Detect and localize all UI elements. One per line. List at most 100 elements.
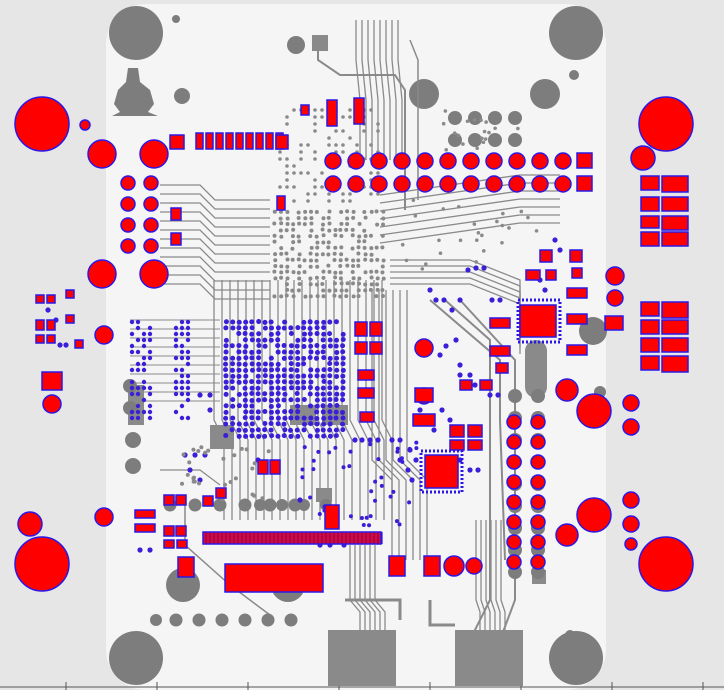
via-grey (376, 129, 380, 133)
via-grey (516, 126, 520, 131)
via-grey (374, 245, 379, 250)
via (249, 433, 255, 439)
via (242, 397, 248, 403)
via-grey (369, 275, 374, 280)
pad-rect (357, 369, 375, 381)
via (294, 343, 300, 349)
via (179, 319, 185, 325)
via (334, 373, 340, 379)
via (129, 415, 135, 421)
via (275, 361, 281, 367)
via (320, 427, 326, 433)
pad-rect (359, 411, 375, 423)
pad-rect (412, 413, 436, 427)
via (147, 547, 153, 553)
via (316, 449, 321, 454)
copper-trace (160, 229, 270, 246)
via-grey (472, 222, 477, 226)
via-grey (339, 245, 344, 250)
via (364, 515, 369, 520)
via (275, 433, 281, 439)
pad-round (465, 557, 483, 575)
through-hole-pin (468, 133, 482, 147)
pad-round (508, 152, 526, 170)
via (230, 325, 236, 331)
via (340, 343, 346, 349)
pad-round (439, 152, 457, 170)
via (230, 319, 236, 325)
via (185, 385, 191, 391)
via-grey (456, 204, 461, 209)
via-grey (374, 294, 379, 299)
via-grey (291, 240, 296, 245)
copper-trace (378, 290, 400, 560)
via-grey (404, 258, 409, 263)
pad-rect (449, 424, 465, 438)
via-grey (273, 252, 278, 257)
via (320, 391, 326, 397)
via-grey (314, 234, 319, 239)
pad-round (622, 491, 640, 509)
via (242, 391, 248, 397)
via-grey (296, 257, 301, 262)
via-grey (314, 209, 319, 214)
pad-rect (661, 215, 689, 231)
via (275, 379, 281, 385)
via (487, 392, 493, 398)
mounting-hole (109, 631, 163, 685)
via-grey (348, 108, 352, 112)
via (269, 433, 275, 439)
via (242, 385, 248, 391)
via-grey (339, 210, 344, 215)
via (275, 409, 281, 415)
via-grey (351, 209, 356, 214)
via (301, 337, 307, 343)
via-grey (356, 263, 361, 268)
copper-trace (500, 520, 506, 640)
pad-round (347, 175, 365, 193)
via-grey (320, 171, 324, 175)
through-hole-pin (238, 498, 252, 512)
via-grey (345, 216, 350, 221)
via (230, 373, 236, 379)
via (129, 391, 135, 397)
pad-rect (202, 531, 382, 545)
via (243, 421, 249, 427)
via-grey (350, 227, 355, 232)
via (321, 379, 327, 385)
pad-round (506, 414, 522, 430)
pad-rect (467, 439, 483, 451)
via-grey (363, 252, 368, 257)
via (236, 403, 242, 409)
via (314, 319, 320, 325)
via (327, 415, 333, 421)
via (321, 331, 327, 337)
via-grey (292, 171, 296, 175)
via (348, 514, 353, 519)
via (497, 297, 503, 303)
via-grey (334, 143, 338, 147)
via (301, 421, 307, 427)
via-grey (321, 216, 326, 221)
via (141, 331, 147, 337)
via (333, 445, 338, 450)
pad-rect (640, 355, 660, 371)
via-grey (302, 222, 307, 227)
pad-round (94, 507, 114, 527)
via-grey (526, 215, 530, 220)
copper-trace (369, 545, 381, 640)
via (179, 403, 185, 409)
via-grey (278, 216, 283, 221)
via-grey (313, 122, 317, 126)
via (373, 479, 378, 484)
pad-round (143, 217, 159, 233)
via-grey (493, 126, 497, 131)
via-grey (441, 207, 446, 211)
via (340, 397, 346, 403)
pad-rect (265, 132, 274, 150)
via (223, 343, 229, 349)
via (147, 385, 153, 391)
via-grey (437, 238, 441, 243)
via-grey (306, 171, 310, 175)
usb-connector-shell (328, 630, 396, 686)
